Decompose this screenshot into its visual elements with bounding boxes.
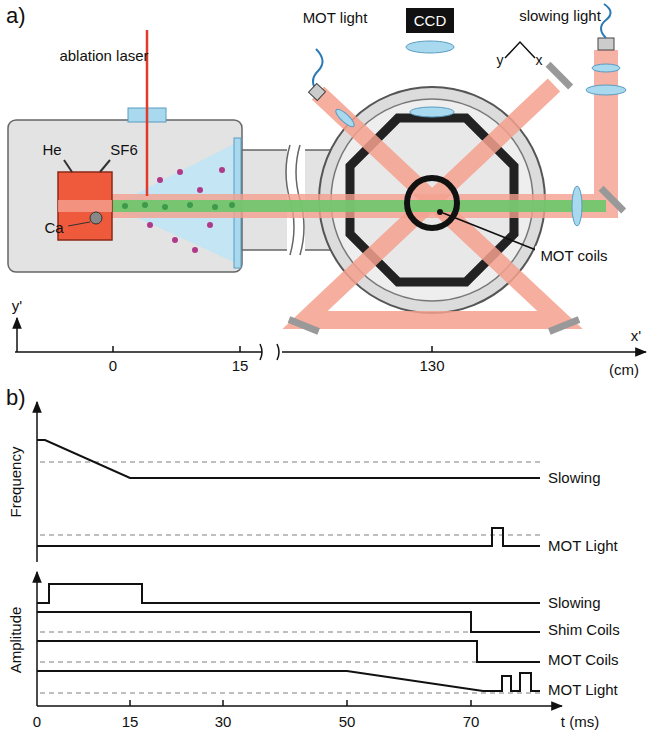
label: 70 <box>463 713 480 730</box>
axis-title: Amplitude <box>7 607 24 674</box>
fiber-coupler <box>309 84 326 101</box>
label: 15 <box>232 357 249 374</box>
viewport <box>410 107 454 117</box>
slowing-beam-green <box>100 200 606 212</box>
label: MOT light <box>303 9 368 26</box>
label: x <box>536 52 543 68</box>
label: 15 <box>122 713 139 730</box>
label: 0 <box>33 713 41 730</box>
label: 50 <box>339 713 356 730</box>
leader-line <box>68 222 90 226</box>
label: 30 <box>215 713 232 730</box>
label: Slowing <box>548 594 601 611</box>
label: MOT Light <box>548 681 618 698</box>
label: MOT Light <box>548 537 618 554</box>
axis-title: Frequency <box>7 447 24 518</box>
sf6-line <box>100 160 110 172</box>
label: Slowing <box>548 469 601 486</box>
y-axis <box>16 318 18 352</box>
label: (cm) <box>609 361 639 378</box>
ccd-lens <box>406 41 454 53</box>
label: y' <box>12 297 22 314</box>
ticks <box>130 700 471 706</box>
label: b) <box>6 385 26 410</box>
frequency-axis <box>36 402 38 562</box>
label: slowing light <box>519 7 601 24</box>
ticks <box>113 346 432 352</box>
he-line <box>64 160 72 172</box>
label: a) <box>6 3 26 28</box>
slow-molecules <box>122 202 235 210</box>
molecules <box>147 167 225 253</box>
label: Ca <box>44 219 63 236</box>
label: 130 <box>419 357 444 374</box>
amplitude-axis <box>36 572 38 706</box>
buffer-gas-cell <box>58 172 112 240</box>
axis-arrows <box>505 42 535 58</box>
mirror <box>288 316 320 334</box>
label: SF6 <box>110 141 138 158</box>
lens <box>333 107 356 129</box>
mirror <box>548 316 580 334</box>
fiber-coupler <box>598 38 614 50</box>
label: MOT coils <box>535 246 613 265</box>
mot-coils <box>407 178 457 228</box>
mot-cloud <box>437 209 443 215</box>
break-mark <box>260 344 279 360</box>
reference-levels <box>40 462 540 693</box>
lens <box>592 64 620 72</box>
label: x' <box>631 327 641 344</box>
time-axis <box>37 705 562 707</box>
label: t (ms) <box>561 713 599 730</box>
mirror <box>599 186 627 214</box>
mirror <box>546 62 574 90</box>
x-axis <box>15 351 646 353</box>
slowing-beam <box>100 50 606 206</box>
ca-target <box>90 212 102 224</box>
traces <box>37 440 540 691</box>
fiber <box>601 4 611 38</box>
label: Shim Coils <box>548 621 620 638</box>
lens <box>586 85 626 95</box>
node-text: CCD <box>414 12 447 29</box>
label: He <box>42 141 61 158</box>
label: MOT Coils <box>548 651 619 668</box>
label: 0 <box>109 357 117 374</box>
cell-channel <box>58 200 112 212</box>
label: y <box>497 52 504 68</box>
leader-line <box>443 213 536 250</box>
label: ablation laser <box>58 47 150 64</box>
camera-box: CCD <box>406 8 455 33</box>
lens <box>572 186 582 226</box>
